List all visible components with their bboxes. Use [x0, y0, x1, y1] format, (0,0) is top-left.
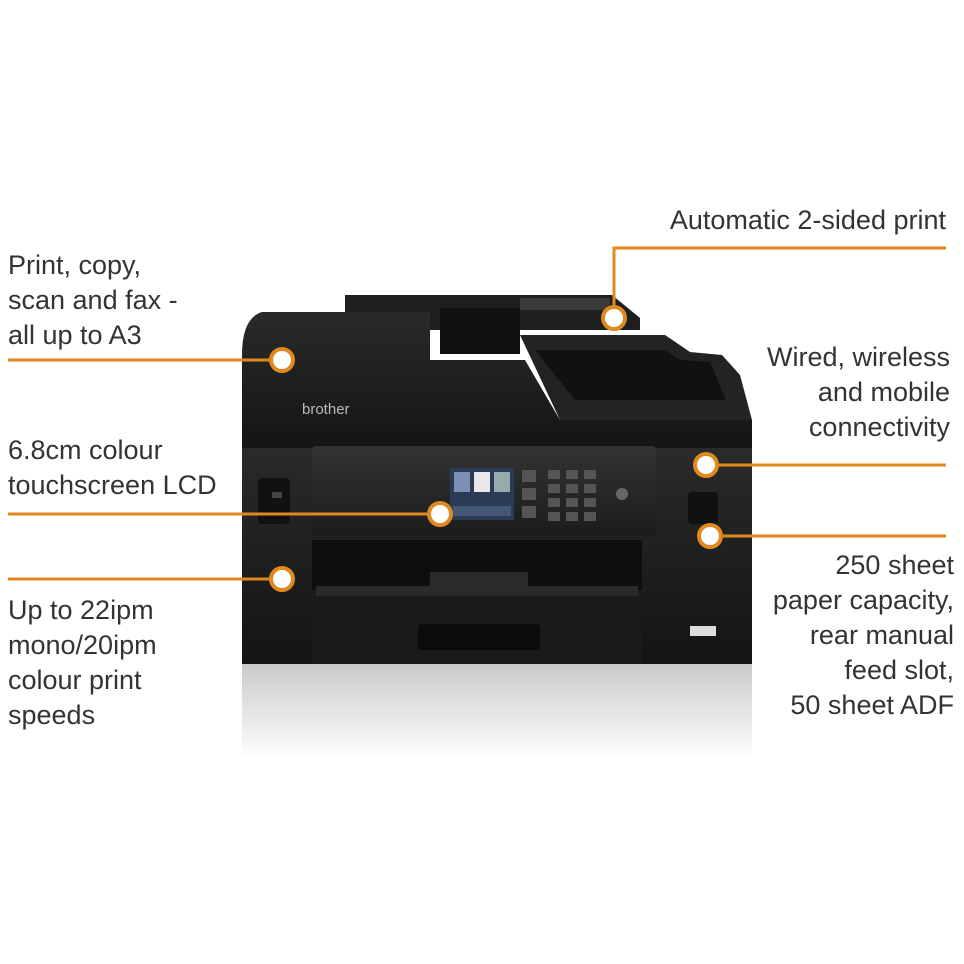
- adf-panel-strip: [520, 298, 610, 310]
- callout-speed-line-2: mono/20ipm: [8, 630, 157, 660]
- usb-port-panel: [258, 478, 290, 524]
- callout-markers: [269, 305, 723, 592]
- callout-print-line-1: Print, copy,: [8, 250, 142, 280]
- callout-connectivity: Wired, wireless and mobile connectivity: [767, 340, 950, 445]
- callout-duplex: Automatic 2-sided print: [670, 203, 946, 238]
- callout-print-line-2: scan and fax -: [8, 285, 178, 315]
- rear-feed-handle: [688, 492, 718, 524]
- callout-connectivity-line-1: Wired, wireless: [766, 342, 950, 372]
- callout-speed-line-4: speeds: [8, 700, 96, 730]
- marker-speed: [269, 566, 295, 592]
- callout-speed-line-1: Up to 22ipm: [8, 595, 154, 625]
- printer-body-upper: [242, 312, 752, 452]
- power-button: [616, 488, 628, 500]
- callout-speed-line-3: colour print: [8, 665, 142, 695]
- callout-print-copy: Print, copy, scan and fax - all up to A3: [8, 248, 178, 353]
- marker-print: [269, 347, 295, 373]
- callout-paper-line-1: 250 sheet: [835, 550, 954, 580]
- callout-connectivity-line-2: and mobile: [817, 377, 950, 407]
- callout-lcd-line-1: 6.8cm colour: [8, 435, 163, 465]
- callout-lcd: 6.8cm colour touchscreen LCD: [8, 433, 217, 503]
- keypad: [522, 470, 596, 521]
- marker-paper: [697, 523, 723, 549]
- callout-paper-line-4: feed slot,: [844, 655, 954, 685]
- brand-logo: brother: [302, 401, 350, 418]
- callout-paper-line-2: paper capacity,: [772, 585, 954, 615]
- callout-print-line-3: all up to A3: [8, 320, 142, 350]
- callout-paper: 250 sheet paper capacity, rear manual fe…: [773, 548, 954, 723]
- adf-output-tray: [440, 308, 520, 354]
- callout-paper-line-3: rear manual: [809, 620, 954, 650]
- marker-duplex: [601, 305, 627, 331]
- callout-paper-line-5: 50 sheet ADF: [790, 690, 954, 720]
- printer-reflection: [242, 662, 752, 760]
- marker-lcd: [427, 501, 453, 527]
- callout-lcd-line-2: touchscreen LCD: [8, 470, 217, 500]
- callout-connectivity-line-3: connectivity: [808, 412, 950, 442]
- callout-duplex-line-1: Automatic 2-sided print: [669, 205, 946, 235]
- tray-handle: [418, 624, 540, 650]
- callout-lines: [8, 246, 946, 581]
- callout-speed: Up to 22ipm mono/20ipm colour print spee…: [8, 593, 157, 733]
- marker-connectivity: [693, 452, 719, 478]
